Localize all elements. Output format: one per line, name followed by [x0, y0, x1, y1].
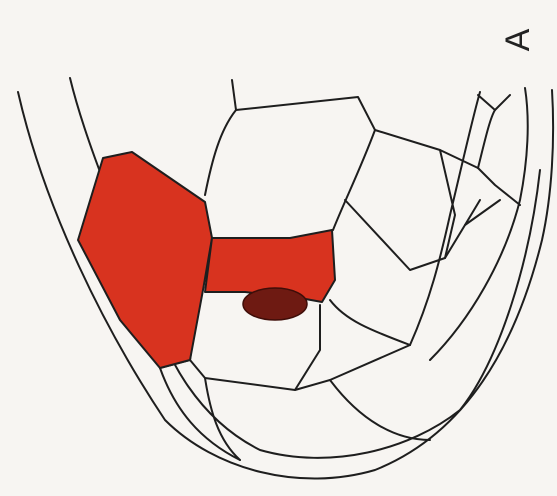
highlighted-cell-left: [78, 152, 212, 368]
cell-wall: [478, 95, 510, 110]
cell-wall: [330, 300, 410, 345]
cell-wall: [445, 200, 480, 258]
cell-wall: [205, 110, 236, 195]
dark-nucleus: [243, 288, 307, 320]
cell-wall: [232, 80, 375, 130]
panel-label: A: [498, 20, 538, 60]
cell-wall: [440, 150, 455, 258]
cell-wall: [333, 130, 375, 230]
cell-wall: [478, 168, 520, 205]
cell-wall: [330, 380, 430, 440]
cell-wall: [205, 378, 240, 460]
cell-wall: [345, 200, 445, 270]
right-layer-line: [430, 88, 528, 360]
cell-wall: [465, 200, 500, 225]
cell-wall: [295, 345, 410, 390]
cell-wall: [478, 110, 495, 168]
